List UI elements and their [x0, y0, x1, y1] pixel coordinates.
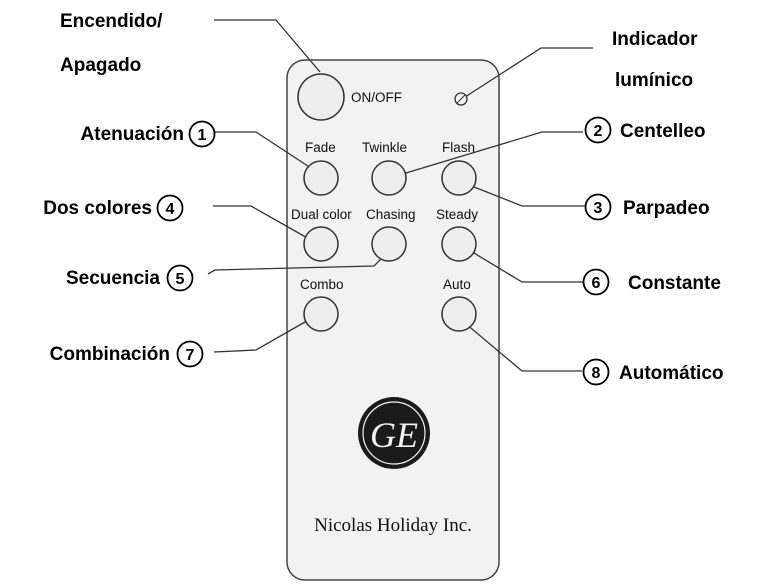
callout-steady-text: Constante: [628, 273, 721, 294]
leader-flash: [458, 180, 586, 207]
svg-text:7: 7: [186, 347, 195, 364]
callout-power-line2: Apagado: [60, 55, 141, 76]
combo-label: Combo: [300, 277, 344, 292]
fade-label: Fade: [305, 140, 336, 155]
svg-text:3: 3: [594, 200, 603, 217]
callout-twinkle-number: 2: [584, 116, 612, 144]
auto-label: Auto: [443, 277, 471, 292]
svg-text:2: 2: [594, 123, 603, 140]
combo-button[interactable]: [303, 296, 339, 332]
callout-fade-number: 1: [188, 120, 216, 148]
chasing-label: Chasing: [366, 207, 416, 222]
leader-indicator: [461, 47, 593, 100]
callout-fade-text: Atenuación: [81, 124, 184, 145]
steady-label: Steady: [436, 207, 478, 222]
steady-button[interactable]: [441, 226, 477, 262]
callout-flash-text: Parpadeo: [623, 198, 710, 219]
leader-fade: [215, 131, 321, 175]
callout-combo-number: 7: [176, 340, 204, 368]
callout-power-line1: Encendido/: [60, 11, 163, 32]
callout-flash-number: 3: [584, 193, 612, 221]
ge-logo: GE: [358, 397, 430, 469]
fade-button[interactable]: [303, 160, 339, 196]
flash-button[interactable]: [441, 160, 477, 196]
svg-text:8: 8: [592, 365, 601, 382]
ge-logo-text: GE: [370, 415, 418, 455]
leader-auto: [458, 317, 582, 372]
svg-text:1: 1: [198, 127, 207, 144]
dual-color-button[interactable]: [303, 226, 339, 262]
callout-chasing-text: Secuencia: [66, 268, 160, 289]
callout-chasing-number: 5: [166, 264, 194, 292]
svg-text:6: 6: [592, 275, 601, 292]
chasing-button[interactable]: [371, 226, 407, 262]
onoff-label: ON/OFF: [351, 90, 402, 105]
callout-auto-text: Automático: [619, 363, 724, 384]
leader-dual: [213, 205, 319, 245]
callout-steady-number: 6: [582, 268, 610, 296]
leader-power: [214, 19, 321, 73]
dual-color-label: Dual color: [291, 207, 352, 222]
callout-indicator-line2: lumínico: [615, 70, 693, 91]
twinkle-label: Twinkle: [362, 140, 407, 155]
brand-text: Nicolas Holiday Inc.: [314, 515, 472, 536]
twinkle-button[interactable]: [371, 160, 407, 196]
leader-steady: [458, 243, 584, 283]
leader-twinkle: [385, 131, 583, 180]
callout-combo-text: Combinación: [50, 344, 170, 365]
callout-indicator-line1: Indicador: [612, 29, 698, 50]
svg-text:5: 5: [176, 271, 185, 288]
flash-label: Flash: [442, 140, 475, 155]
callout-dual-number: 4: [156, 194, 184, 222]
callout-dual-text: Dos colores: [43, 198, 152, 219]
callout-auto-number: 8: [582, 358, 610, 386]
callout-twinkle-text: Centelleo: [620, 121, 706, 142]
leader-combo: [213, 317, 313, 353]
auto-button[interactable]: [441, 296, 477, 332]
onoff-button[interactable]: [297, 73, 345, 121]
svg-text:4: 4: [166, 201, 175, 218]
indicator-light-mark: [456, 94, 466, 104]
